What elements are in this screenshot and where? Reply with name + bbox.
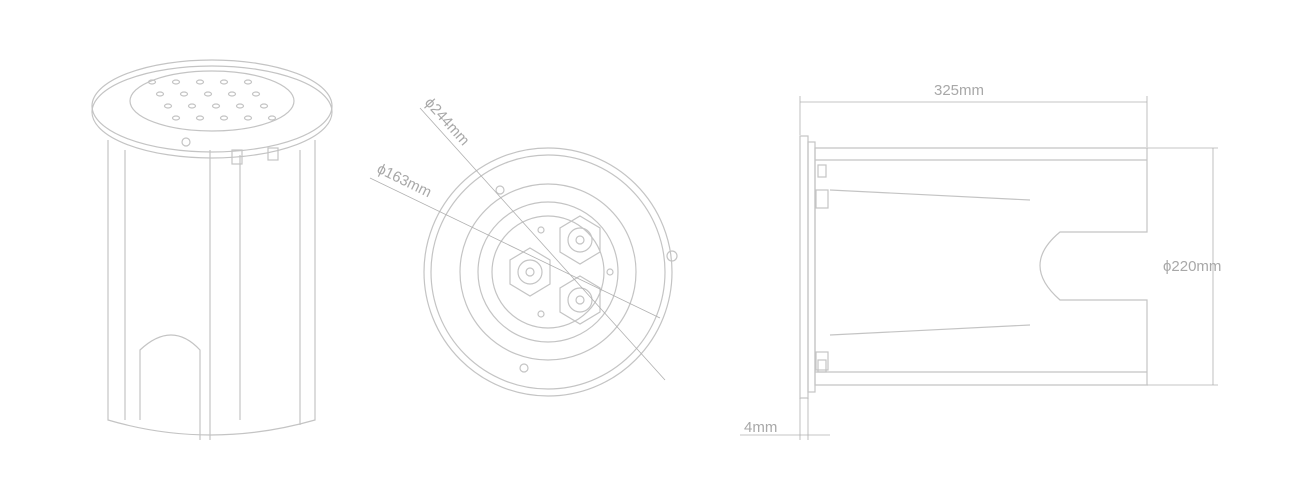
hex-nut [509, 247, 551, 297]
hex-nut [559, 215, 601, 265]
led-hole [243, 115, 253, 121]
led-hole [251, 91, 261, 97]
led-hole [179, 91, 189, 97]
led-hole [219, 79, 229, 85]
dim-length: 325mm [934, 82, 984, 99]
led-hole [171, 79, 181, 85]
led-hole [219, 115, 229, 121]
dim-diameter: ϕ220mm [1163, 258, 1221, 275]
led-hole [227, 91, 237, 97]
led-hole [203, 91, 213, 97]
dim-flange: 4mm [744, 419, 777, 436]
side-view: 325mm ϕ220mm 4mm [740, 82, 1221, 440]
led-hole [243, 79, 253, 85]
led-hole [163, 103, 173, 109]
dim-outer-diameter: ϕ244mm [421, 94, 473, 149]
led-hole [235, 103, 245, 109]
led-hole [267, 115, 277, 121]
led-hole [211, 103, 221, 109]
led-hole [147, 79, 157, 85]
dim-inner-diameter: ϕ163mm [374, 160, 434, 201]
top-view: ϕ244mm ϕ163mm [369, 94, 678, 397]
led-hole [171, 115, 181, 121]
hex-nut [559, 275, 601, 325]
led-hole [187, 103, 197, 109]
led-hole [195, 79, 205, 85]
led-hole [195, 115, 205, 121]
led-hole [155, 91, 165, 97]
perspective-view [91, 59, 333, 440]
led-hole [259, 103, 269, 109]
